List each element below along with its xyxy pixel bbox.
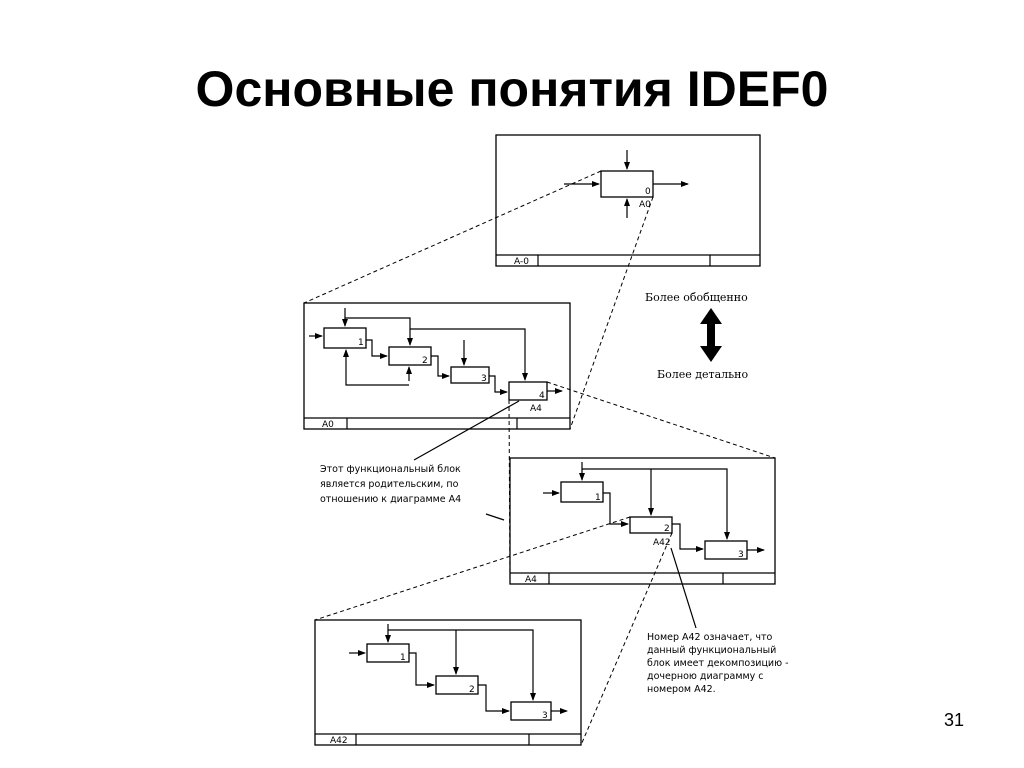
function-block-3 (450, 366, 490, 384)
svg-text:отношению к диаграмме A4: отношению к диаграмме A4 (320, 494, 461, 505)
svg-text:Этот функциональный блок: Этот функциональный блок (320, 464, 461, 475)
note-parent-block: Этот функциональный блок является родите… (320, 400, 520, 521)
svg-text:1: 1 (400, 653, 406, 663)
block-code-a42: A42 (653, 538, 671, 548)
block-code-a4: A4 (530, 404, 542, 414)
callout-line (413, 400, 520, 461)
block-code-a0: A0 (639, 200, 651, 210)
svg-text:3: 3 (542, 711, 548, 721)
function-block-0 (600, 170, 654, 198)
diagram-a0: A0 1 2 3 4 A4 (303, 302, 571, 430)
legend-more-detailed: Более детально (657, 368, 748, 381)
callout-line (485, 513, 505, 521)
note-decomposition: Номер A42 означает, что данный функциона… (647, 547, 789, 695)
svg-text:4: 4 (539, 391, 545, 401)
diagram-frame (314, 619, 582, 746)
function-block-1 (560, 481, 604, 503)
svg-text:номером A42.: номером A42. (647, 684, 716, 695)
svg-text:блок имеет декомпозицию -: блок имеет декомпозицию - (647, 658, 789, 669)
svg-text:2: 2 (422, 356, 428, 366)
decomposition-lines (303, 170, 776, 746)
function-block-1 (323, 327, 367, 349)
svg-text:1: 1 (595, 493, 601, 503)
legend-more-generic: Более обобщенно (645, 291, 748, 304)
svg-text:является родительским, по: является родительским, по (320, 479, 459, 490)
slide-title: Основные понятия IDEF0 (195, 61, 829, 117)
node-label-a42: A42 (330, 736, 348, 746)
svg-text:2: 2 (469, 685, 475, 695)
node-label-a4: A4 (525, 575, 537, 585)
diagram-frame (303, 302, 571, 430)
svg-text:дочерною диаграмму с: дочерною диаграмму с (647, 671, 764, 682)
svg-text:данный функциональный: данный функциональный (647, 645, 776, 656)
svg-text:1: 1 (358, 338, 364, 348)
page-number: 31 (943, 710, 964, 730)
block-number: 0 (645, 187, 651, 197)
callout-line (670, 547, 697, 629)
double-arrow-icon (700, 308, 722, 362)
svg-text:3: 3 (481, 374, 487, 384)
svg-text:2: 2 (664, 524, 670, 534)
diagram-a42: A42 1 2 3 (314, 619, 582, 746)
svg-text:3: 3 (738, 550, 744, 560)
svg-text:Номер A42 означает, что: Номер A42 означает, что (647, 632, 773, 643)
diagram-a0-context: A-0 0 A0 (495, 134, 761, 267)
diagram-a4: A4 1 2 3 A42 (509, 457, 776, 585)
node-label-a0: A0 (322, 420, 334, 430)
abstraction-legend: Более обобщенно Более детально (645, 291, 748, 381)
function-block-2 (629, 516, 673, 534)
node-label-a-0: A-0 (514, 257, 529, 267)
